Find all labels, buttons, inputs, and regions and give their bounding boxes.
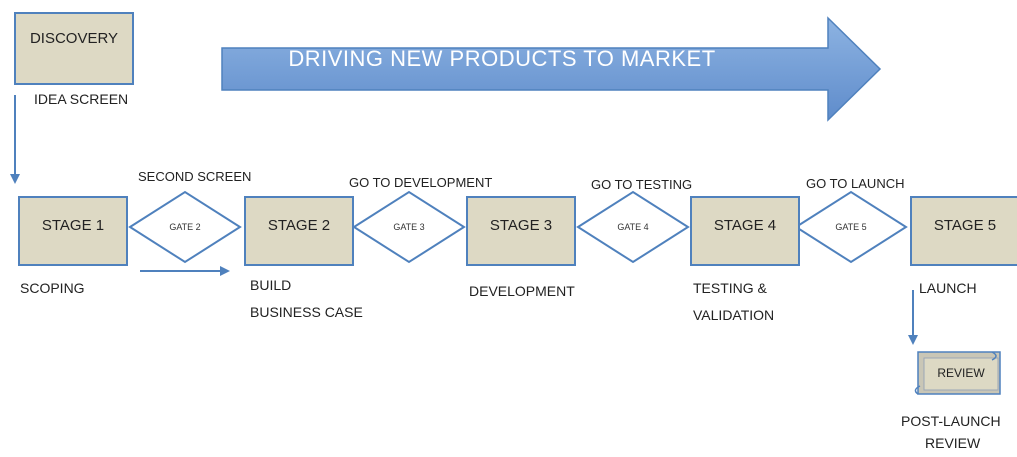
stage-1-label: STAGE 1 xyxy=(41,217,105,234)
review-box: REVIEW xyxy=(924,358,998,390)
stage-1-box: STAGE 1 xyxy=(18,196,128,266)
stage-4-caption-line-2: VALIDATION xyxy=(693,307,775,323)
gate-diamond xyxy=(352,190,466,264)
gate-diamond xyxy=(576,190,690,264)
post-launch-caption-line-2: REVIEW xyxy=(925,435,981,451)
gate-2-caption: SECOND SCREEN xyxy=(138,169,252,184)
stage-3-caption: DEVELOPMENT xyxy=(469,283,575,299)
stage-5-caption: LAUNCH xyxy=(919,280,977,296)
stage-2-box: STAGE 2 xyxy=(244,196,354,266)
discovery-box: DISCOVERY xyxy=(14,12,134,85)
stage-2-caption-line-2: BUSINESS CASE xyxy=(250,304,363,320)
stage-4-caption-line-1: TESTING & xyxy=(693,280,767,296)
stage-3-box: STAGE 3 xyxy=(466,196,576,266)
gate-5-caption: GO TO LAUNCH xyxy=(806,176,905,191)
gate-diamond xyxy=(128,190,242,264)
stage-5-box: STAGE 5 xyxy=(910,196,1017,266)
gate-4-caption: GO TO TESTING xyxy=(591,177,693,192)
gate-5-label: GATE 5 xyxy=(835,222,867,232)
stage-3-label: STAGE 3 xyxy=(489,217,553,234)
stage-1-caption: SCOPING xyxy=(20,280,85,296)
banner-title: DRIVING NEW PRODUCTS TO MARKET xyxy=(288,46,716,71)
gate-3-label: GATE 3 xyxy=(393,222,425,232)
discovery-label: DISCOVERY xyxy=(29,30,119,47)
stage-4-box: STAGE 4 xyxy=(690,196,800,266)
stage-2-label: STAGE 2 xyxy=(267,217,331,234)
gate-2-label: GATE 2 xyxy=(169,222,201,232)
idea-screen-caption: IDEA SCREEN xyxy=(34,91,129,107)
banner-arrow xyxy=(221,16,882,122)
review-label: REVIEW xyxy=(937,366,985,380)
gate-diamond xyxy=(794,190,908,264)
gate-3-caption: GO TO DEVELOPMENT xyxy=(349,175,493,190)
stage-2-caption-line-1: BUILD xyxy=(250,277,292,293)
post-launch-caption-line-1: POST-LAUNCH xyxy=(901,413,1001,429)
review-scroll xyxy=(914,351,1001,395)
stage-5-label: STAGE 5 xyxy=(933,217,997,234)
gate-4-label: GATE 4 xyxy=(617,222,649,232)
stage-4-label: STAGE 4 xyxy=(713,217,777,234)
